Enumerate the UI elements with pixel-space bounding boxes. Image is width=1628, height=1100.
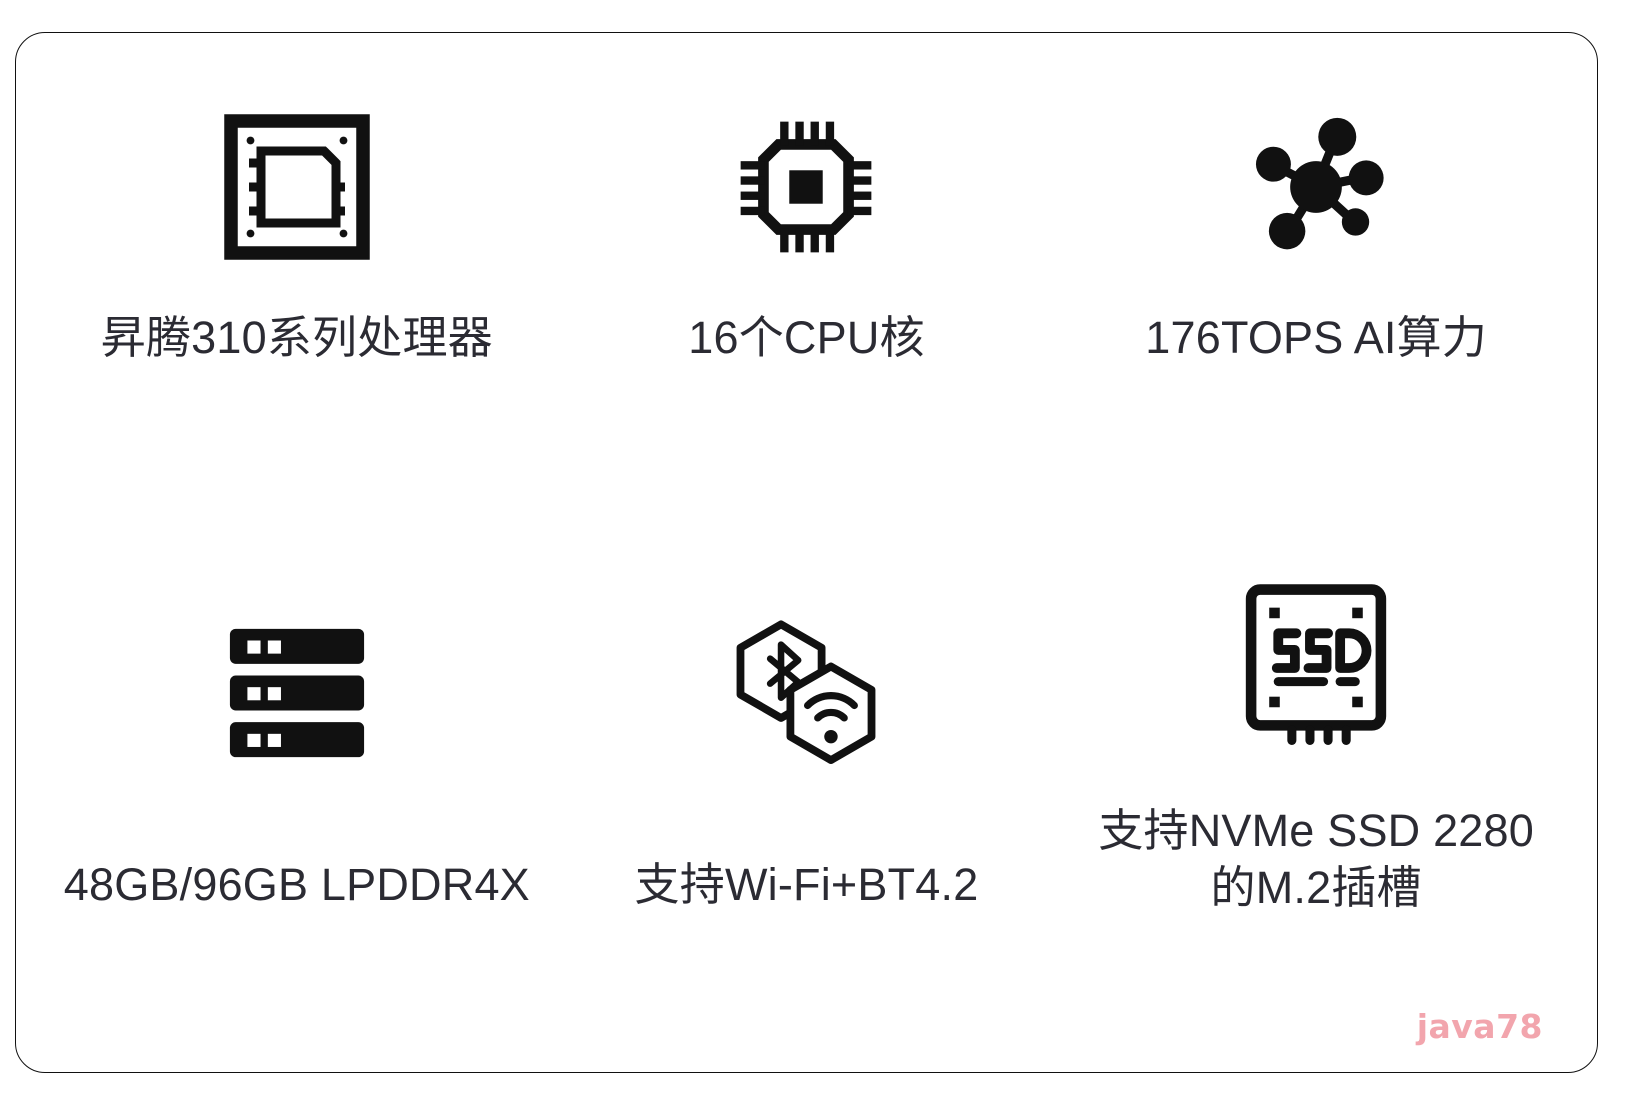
- feature-label: 支持Wi-Fi+BT4.2: [634, 858, 979, 910]
- memory-module-icon: [223, 600, 371, 786]
- feature-item-cpu: 16个CPU核: [552, 87, 1062, 558]
- spec-card: 昇腾310系列处理器: [15, 32, 1598, 1073]
- feature-item-processor: 昇腾310系列处理器: [42, 87, 552, 558]
- processor-chip-icon: [222, 87, 372, 287]
- feature-item-ai-compute: 176TOPS AI算力: [1061, 87, 1571, 558]
- bluetooth-wifi-icon: [728, 600, 884, 786]
- feature-item-wireless: 支持Wi-Fi+BT4.2: [552, 558, 1062, 1029]
- feature-label: 16个CPU核: [688, 312, 925, 363]
- feature-label: 昇腾310系列处理器: [100, 312, 493, 363]
- feature-label: 176TOPS AI算力: [1145, 312, 1488, 363]
- feature-label: 48GB/96GB LPDDR4X: [63, 858, 530, 910]
- feature-item-storage: 支持NVMe SSD 2280 的M.2插槽: [1061, 558, 1571, 1029]
- watermark: java78: [1416, 1007, 1543, 1046]
- feature-grid: 昇腾310系列处理器: [16, 33, 1597, 1072]
- ssd-icon: [1240, 572, 1392, 758]
- cpu-chip-icon: [730, 87, 882, 287]
- feature-label: 支持NVMe SSD 2280 的M.2插槽: [1098, 804, 1534, 914]
- neural-network-icon: [1240, 87, 1392, 287]
- feature-item-memory: 48GB/96GB LPDDR4X: [42, 558, 552, 1029]
